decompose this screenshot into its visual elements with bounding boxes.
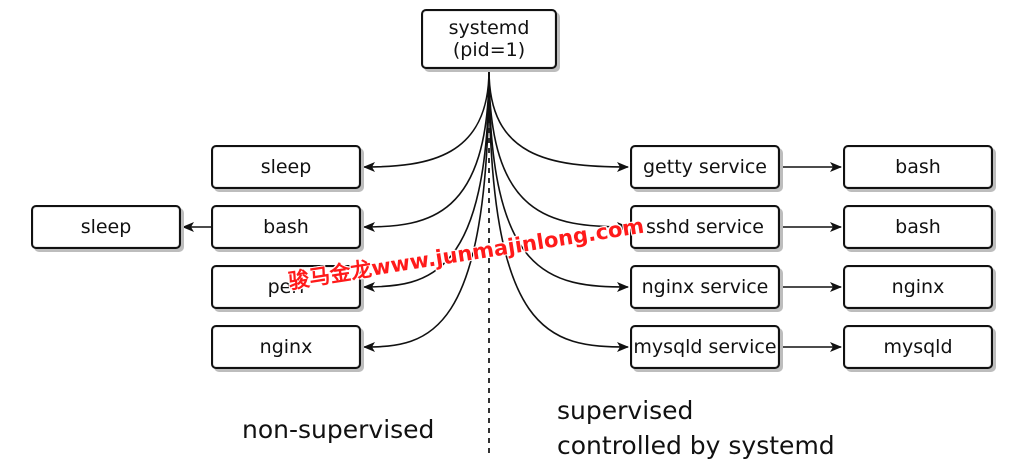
edge-systemd-left-1 [363,69,490,232]
edge-systemd-right-0 [488,69,629,172]
systemd-node: systemd (pid=1) [421,9,557,69]
node-label: sleep [80,216,132,238]
node-label: bash [895,216,941,238]
node-label: nginx service [641,276,769,298]
edge-systemd-right-1 [488,69,629,232]
left-node-nginx: nginx [211,325,361,369]
node-label: perl [267,276,305,298]
edge-systemd-right-2 [488,69,629,292]
bash-child-sleep: sleep [31,205,181,249]
left-node-perl: perl [211,265,361,309]
right-node-mysqld-service: mysqld service [630,325,780,369]
right-node-nginx-service: nginx service [630,265,780,309]
supervised-caption: supervised [557,396,694,425]
node-label: mysqld service [633,336,777,358]
edge-systemd-left-3 [363,69,490,352]
edge-systemd-left-2 [363,69,490,292]
right-node-sshd: sshd service [630,205,780,249]
node-label: mysqld [883,336,953,358]
child-node-mysqld: mysqld [843,325,993,369]
child-node-sshd-bash: bash [843,205,993,249]
child-node-nginx: nginx [843,265,993,309]
node-label: bash [263,216,309,238]
non-supervised-caption: non-supervised [242,415,435,444]
systemd-name: systemd [448,17,530,39]
left-node-sleep: sleep [211,145,361,189]
node-label: sshd service [646,216,764,238]
systemd-pid: (pid=1) [452,39,526,61]
child-node-getty-bash: bash [843,145,993,189]
node-label: bash [895,156,941,178]
edge-systemd-right-3 [488,69,629,352]
right-node-getty: getty service [630,145,780,189]
controlled-caption: controlled by systemd [557,431,835,460]
edge-systemd-left-0 [363,69,490,172]
node-label: nginx [891,276,945,298]
left-node-bash: bash [211,205,361,249]
node-label: getty service [643,156,767,178]
node-label: nginx [259,336,313,358]
node-label: sleep [260,156,312,178]
